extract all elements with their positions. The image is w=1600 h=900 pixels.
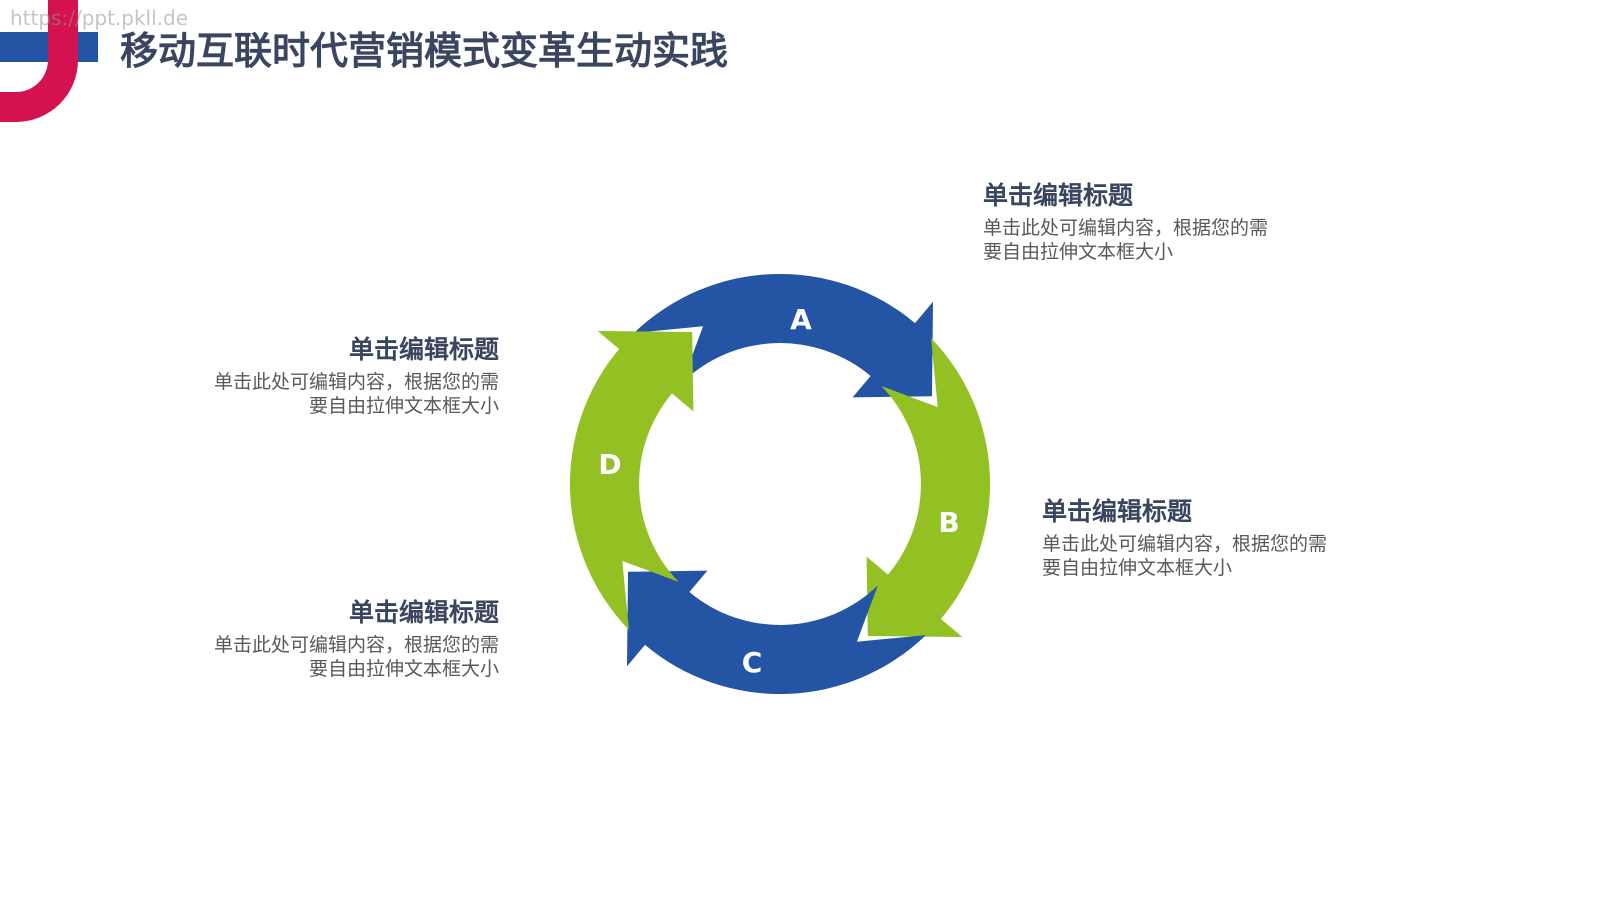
segment-b-label: B: [938, 506, 959, 539]
block-body-line: 单击此处可编辑内容，根据您的需: [213, 371, 499, 393]
text-block-top-right: 单击编辑标题 单击此处可编辑内容，根据您的需 要自由拉伸文本框大小: [983, 180, 1303, 264]
segment-b-arrow: [866, 338, 991, 637]
block-body-line: 单击此处可编辑内容，根据您的需: [1042, 533, 1328, 555]
page-title: 移动互联时代营销模式变革生动实践: [120, 29, 729, 73]
segment-c-label: C: [742, 646, 763, 679]
block-body-line: 要自由拉伸文本框大小: [983, 241, 1174, 263]
segment-c-arrow: [627, 570, 926, 695]
block-title: 单击编辑标题: [1042, 497, 1193, 526]
block-body-line: 单击此处可编辑内容，根据您的需: [983, 217, 1269, 239]
block-body-line: 要自由拉伸文本框大小: [1042, 557, 1233, 579]
segment-a-label: A: [790, 303, 812, 336]
block-body-line: 要自由拉伸文本框大小: [308, 658, 499, 680]
segment-a-arrow: [634, 273, 933, 398]
block-body: 单击此处可编辑内容，根据您的需 要自由拉伸文本框大小: [983, 216, 1303, 264]
text-block-mid-right: 单击编辑标题 单击此处可编辑内容，根据您的需 要自由拉伸文本框大小: [1042, 496, 1362, 580]
segment-d-arrow: [569, 331, 694, 630]
block-title: 单击编辑标题: [983, 181, 1134, 210]
text-block-upper-left: 单击编辑标题 单击此处可编辑内容，根据您的需 要自由拉伸文本框大小: [179, 334, 499, 418]
block-body-line: 要自由拉伸文本框大小: [308, 395, 499, 417]
block-title: 单击编辑标题: [348, 598, 499, 627]
block-body: 单击此处可编辑内容，根据您的需 要自由拉伸文本框大小: [179, 370, 499, 418]
red-accent-hook: [0, 0, 78, 122]
corner-decoration: [0, 0, 98, 122]
watermark: https://ppt.pkll.de: [10, 6, 189, 30]
text-block-lower-left: 单击编辑标题 单击此处可编辑内容，根据您的需 要自由拉伸文本框大小: [179, 597, 499, 681]
block-body: 单击此处可编辑内容，根据您的需 要自由拉伸文本框大小: [1042, 532, 1362, 580]
segment-d-label: D: [598, 448, 621, 481]
block-body-line: 单击此处可编辑内容，根据您的需: [213, 634, 499, 656]
block-title: 单击编辑标题: [348, 335, 499, 364]
block-body: 单击此处可编辑内容，根据您的需 要自由拉伸文本框大小: [179, 633, 499, 681]
